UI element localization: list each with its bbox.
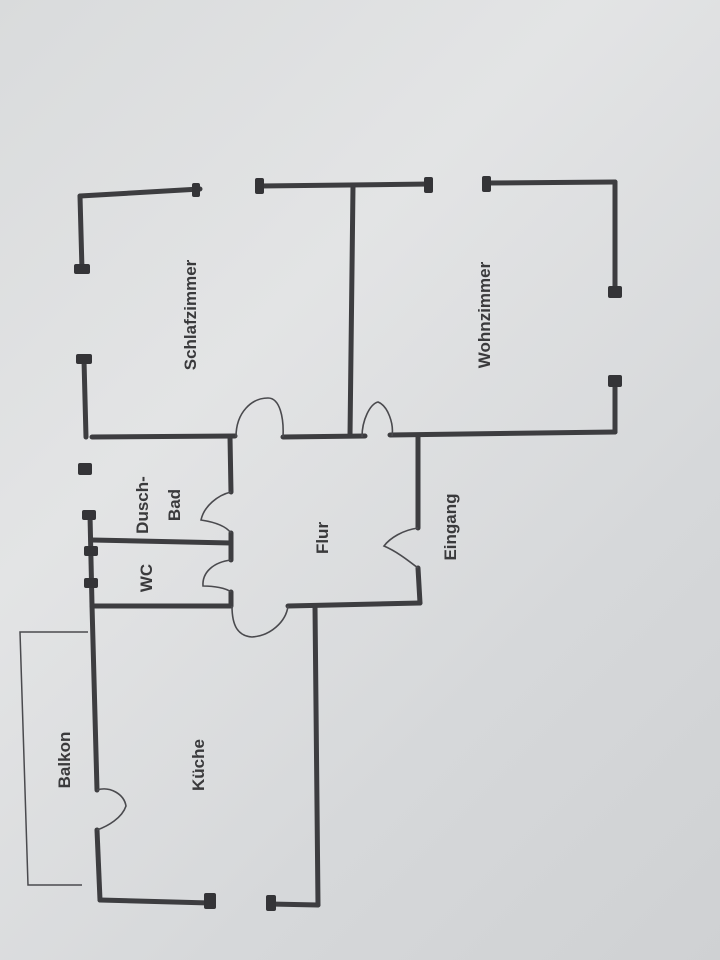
wall-wohn-bottom: [387, 429, 618, 438]
label-duschbad-line1: Dusch-: [133, 476, 152, 534]
label-wc: WC: [137, 564, 156, 592]
label-flur: Flur: [313, 522, 332, 554]
door-wc: [202, 559, 232, 593]
label-duschbad-line2: Bad: [165, 489, 184, 521]
wall-bath-wc: [89, 537, 234, 546]
label-kueche: Küche: [189, 739, 208, 791]
door-wohnzimmer: [361, 401, 394, 438]
wall-eingang-lower: [415, 565, 423, 606]
wall-left-b: [81, 357, 89, 440]
wall-schlaf-bottom-right: [280, 433, 368, 440]
wall-schlaf-bottom-left: [89, 433, 238, 440]
label-eingang: Eingang: [441, 493, 460, 560]
wall-top-left: [77, 186, 203, 199]
door-kueche: [231, 605, 289, 638]
balcony-outline: [19, 631, 88, 886]
wall-kueche-bottom-left: [97, 897, 213, 906]
wall-kueche-bottom-right: [267, 901, 321, 908]
walls: [77, 179, 618, 908]
wall-top-mid: [257, 181, 433, 189]
wall-left-c: [87, 512, 95, 608]
doors: [96, 397, 419, 831]
wall-kueche-right: [312, 603, 321, 908]
wall-left-a: [77, 193, 85, 273]
label-schlafzimmer: Schlafzimmer: [181, 259, 200, 370]
wall-left-kueche-lower: [94, 827, 103, 903]
window-posts: [74, 176, 622, 911]
wall-left-kueche-upper: [89, 602, 100, 793]
wall-flur-bottom: [285, 600, 423, 609]
wall-divider: [347, 183, 356, 439]
wall-bath-right-upper: [227, 434, 234, 495]
label-wohnzimmer: Wohnzimmer: [475, 261, 494, 368]
door-schlafzimmer: [235, 397, 284, 438]
room-labels: Schlafzimmer Wohnzimmer Dusch- Bad WC Fl…: [55, 259, 494, 791]
door-eingang: [382, 527, 419, 569]
door-bad: [200, 491, 232, 534]
door-balkon: [96, 788, 127, 831]
label-balkon: Balkon: [55, 732, 74, 789]
wall-top-right: [484, 179, 618, 186]
